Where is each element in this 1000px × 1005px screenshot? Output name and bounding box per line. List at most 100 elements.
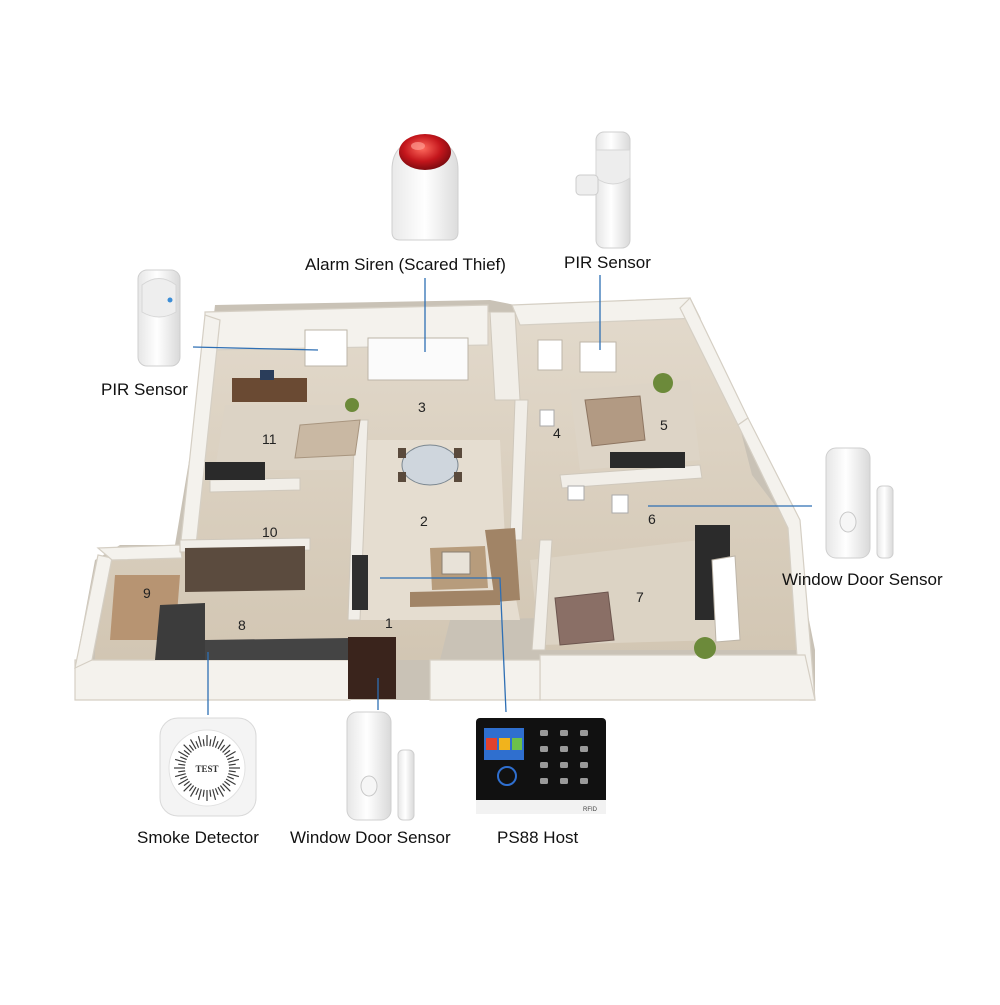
smoke-vent-line [178,770,186,773]
bed-room-7 [554,591,615,646]
room-label-7: 7 [636,589,644,605]
smoke-vent-line [214,740,219,748]
pir-sensor-top-label: PIR Sensor [564,253,651,272]
smoke-vent-line [228,758,240,763]
smoke-vent-line [227,775,235,780]
smoke-vent-line [217,739,225,750]
alarm-siren-label: Alarm Siren (Scared Thief) [305,255,506,274]
room-label-6: 6 [648,511,656,527]
computer [260,370,274,380]
smoke-vent-line [212,735,217,747]
window-right [711,555,741,643]
host-keypad-key [540,746,548,752]
wall-left-step [96,544,183,561]
wall-bottom-left [74,659,351,701]
wall-int-3 [559,464,703,489]
line-host [380,577,507,713]
smoke-vent-line [222,783,231,792]
window-door-sensor-bottom-label: Window Door Sensor [290,828,451,847]
window-door-sensor-right-label: Window Door Sensor [782,570,943,589]
plant-room-7 [694,637,716,659]
host-keypad-key [560,746,568,752]
smoke-vent-line [202,789,205,797]
smoke-detector-test-text: TEST [195,764,218,774]
smoke-vent-line [188,785,195,792]
smoke-vent-line [183,783,192,792]
room-label-8: 8 [238,617,246,633]
smoke-vent-line [183,744,192,753]
smoke-vent-line [222,744,231,753]
pir-sensor-icon-top [575,131,631,249]
wall-bottom-mid [429,659,541,701]
smoke-vent-line [212,789,217,801]
coffee-table [441,551,471,575]
dining-table [401,444,459,486]
host-keypad-key [560,778,568,784]
tv-stand [352,555,368,610]
pir-sensor-left-label: PIR Sensor [101,380,188,399]
smoke-vent-line [202,739,205,747]
bath-sink-6 [567,485,585,501]
smoke-detector-icon: TEST [159,717,257,817]
pir-sensor-icon-left [137,269,181,367]
smoke-vent-line [228,770,236,773]
smoke-vent-line [227,756,235,761]
wall-bottom-right [539,654,816,701]
wall-int-6 [489,311,521,401]
wall-int-2 [509,399,529,541]
shelf-room-11 [205,462,265,480]
host-rfid-text: RFID [583,807,598,813]
kitchen-island [155,603,205,660]
window-room-5 [579,341,617,373]
door-sensor-icon-right [825,447,894,559]
smoke-vent-line [178,778,189,786]
sofa [485,528,520,602]
host-keypad-key [540,778,548,784]
smoke-vent-line [195,740,200,748]
room-label-3: 3 [418,399,426,415]
smoke-detector-label: Smoke Detector [137,828,259,847]
smoke-vent-line [228,773,240,778]
bed-room-5 [584,395,646,447]
host-keypad-key [580,762,588,768]
plant-room-5 [653,373,673,393]
smoke-vent-line [209,789,212,797]
room-label-2: 2 [420,513,428,529]
room-label-4: 4 [553,425,561,441]
smoke-vent-line [219,744,226,751]
smoke-vent-line [224,780,231,787]
smoke-vent-line [174,758,186,763]
smoke-vent-line [178,750,189,758]
window-room-4 [537,339,563,371]
smoke-vent-line [225,778,236,786]
bath-toilet-6 [611,494,629,514]
alarm-panel-icon: RFID [476,718,606,814]
host-keypad-key [540,730,548,736]
host-keypad-key [580,778,588,784]
smoke-vent-line [195,788,200,796]
front-door [348,637,396,699]
smoke-vent-line [217,786,225,797]
smoke-vent-line [188,744,195,751]
connector-lines [192,275,812,715]
smoke-vent-line [179,775,187,780]
smoke-vent-line [189,739,197,750]
wall-int-7 [531,539,553,651]
host-keypad-key [580,746,588,752]
bed-room-11 [294,419,361,459]
host-keypad-key [560,762,568,768]
kitchen-counter [185,546,305,592]
smoke-vent-line [214,788,219,796]
smoke-vent-line [197,735,202,747]
room-labels: 1 2 3 4 5 6 7 8 9 10 11 [143,399,668,633]
smoke-vent-line [224,749,231,756]
line-pir-left [192,346,319,351]
host-label: PS88 Host [497,828,579,847]
smoke-vent-line [178,763,186,766]
room-label-5: 5 [660,417,668,433]
host-keypad-key [580,730,588,736]
host-keypad-key [540,762,548,768]
window-room-3 [367,337,469,381]
sofa-bottom [410,590,500,607]
smoke-vent-line [209,739,212,747]
